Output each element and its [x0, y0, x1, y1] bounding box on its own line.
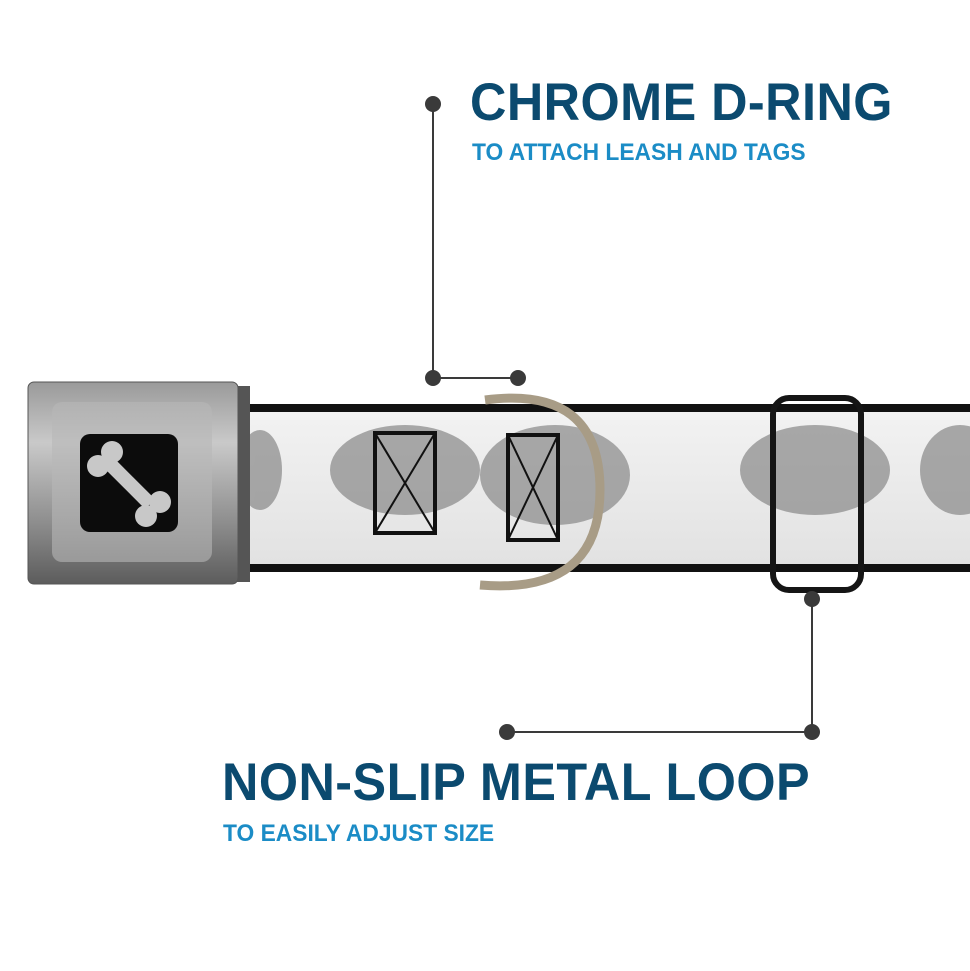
d-ring[interactable]: [479, 393, 605, 591]
leader-line-d-ring: [425, 96, 526, 386]
seatbelt-buckle[interactable]: [27, 381, 250, 585]
d-ring-subtitle: TO ATTACH LEASH AND TAGS: [472, 139, 806, 166]
metal-loop[interactable]: [770, 395, 864, 593]
d-ring-title: CHROME D-RING: [470, 73, 893, 132]
metal-loop-subtitle: TO EASILY ADJUST SIZE: [223, 820, 495, 847]
bone-icon: [87, 441, 171, 527]
leader-line-metal-loop: [499, 591, 820, 740]
metal-loop-title: NON-SLIP METAL LOOP: [222, 753, 811, 812]
